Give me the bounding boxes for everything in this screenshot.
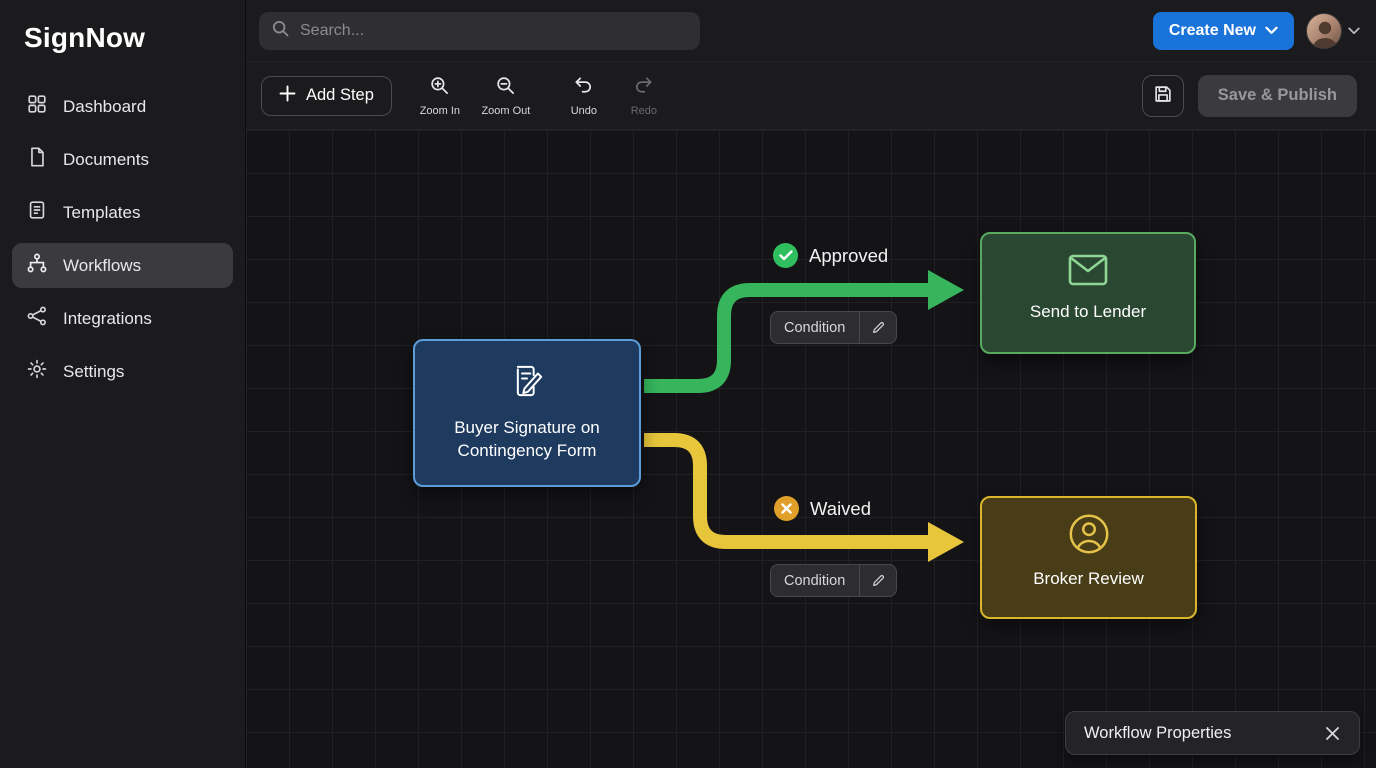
chevron-down-icon [1348, 22, 1360, 40]
sidebar-item-documents[interactable]: Documents [12, 137, 233, 182]
add-step-label: Add Step [306, 86, 374, 105]
sidebar-item-label: Integrations [63, 309, 152, 329]
person-circle-icon [1066, 511, 1112, 562]
pencil-icon[interactable] [860, 573, 896, 588]
redo-label: Redo [631, 105, 657, 117]
undo-button[interactable]: Undo [558, 75, 610, 117]
waived-condition-button[interactable]: Condition [770, 564, 897, 597]
approved-condition-button[interactable]: Condition [770, 311, 897, 344]
sidebar-item-workflows[interactable]: Workflows [12, 243, 233, 288]
zoom-out-label: Zoom Out [481, 105, 530, 117]
workflow-toolbar: Add Step Zoom In [246, 62, 1376, 130]
close-icon[interactable] [1319, 720, 1345, 746]
topbar: Create New [246, 0, 1376, 62]
sidebar-item-label: Documents [63, 150, 149, 170]
zoom-in-icon [429, 75, 450, 101]
sidebar-item-settings[interactable]: Settings [12, 349, 233, 394]
settings-gear-icon [26, 358, 48, 385]
waived-arrowhead [928, 522, 964, 562]
approved-arrowhead [928, 270, 964, 310]
node-label: Send to Lender [1018, 300, 1158, 323]
save-draft-button[interactable] [1142, 75, 1184, 117]
sidebar-item-label: Dashboard [63, 97, 146, 117]
search-icon [271, 19, 290, 43]
main-area: Create New [246, 0, 1376, 768]
create-new-label: Create New [1169, 22, 1256, 40]
check-circle-icon [773, 243, 798, 268]
sidebar-item-label: Templates [63, 203, 140, 223]
redo-icon [633, 75, 654, 101]
sidebar-item-dashboard[interactable]: Dashboard [12, 84, 233, 129]
search-box[interactable] [259, 12, 700, 50]
save-floppy-icon [1152, 83, 1174, 108]
integrations-icon [26, 305, 48, 332]
add-step-button[interactable]: Add Step [261, 76, 392, 116]
node-label: Broker Review [1021, 567, 1156, 590]
sidebar: SignNow Dashboard Documents [0, 0, 246, 768]
workflow-canvas[interactable]: Buyer Signature on Contingency Form Send… [246, 130, 1376, 768]
undo-label: Undo [571, 105, 597, 117]
node-buyer-signature[interactable]: Buyer Signature on Contingency Form [413, 339, 641, 487]
create-new-button[interactable]: Create New [1153, 12, 1294, 50]
condition-label: Condition [771, 320, 859, 336]
zoom-out-button[interactable]: Zoom Out [480, 75, 532, 117]
redo-button[interactable]: Redo [618, 75, 670, 117]
avatar[interactable] [1306, 13, 1342, 49]
waived-branch-arrow [644, 440, 930, 542]
workflow-properties-title: Workflow Properties [1084, 724, 1319, 743]
zoom-out-icon [495, 75, 516, 101]
workflow-properties-panel: Workflow Properties [1065, 711, 1360, 755]
sidebar-item-label: Workflows [63, 256, 141, 276]
chevron-down-icon [1265, 22, 1278, 40]
dashboard-icon [26, 93, 48, 120]
signature-document-icon [507, 361, 547, 406]
sidebar-item-integrations[interactable]: Integrations [12, 296, 233, 341]
node-label: Buyer Signature on Contingency Form [415, 416, 639, 462]
sidebar-item-label: Settings [63, 362, 124, 382]
x-circle-icon [774, 496, 799, 521]
node-broker-review[interactable]: Broker Review [980, 496, 1197, 619]
app-logo: SignNow [12, 18, 233, 54]
branch-label-text: Approved [809, 245, 888, 267]
search-input[interactable] [300, 22, 688, 40]
user-menu[interactable] [1306, 13, 1360, 49]
branch-label-text: Waived [810, 498, 871, 520]
zoom-in-label: Zoom In [420, 105, 460, 117]
zoom-in-button[interactable]: Zoom In [414, 75, 466, 117]
node-send-to-lender[interactable]: Send to Lender [980, 232, 1196, 354]
approved-branch-label: Approved [773, 243, 888, 268]
save-publish-button[interactable]: Save & Publish [1198, 75, 1357, 117]
waived-branch-label: Waived [774, 496, 871, 521]
envelope-icon [1068, 254, 1108, 291]
pencil-icon[interactable] [860, 320, 896, 335]
sidebar-item-templates[interactable]: Templates [12, 190, 233, 235]
templates-icon [26, 199, 48, 226]
workflows-icon [26, 252, 48, 279]
undo-icon [573, 75, 594, 101]
plus-icon [279, 85, 296, 107]
documents-icon [26, 146, 48, 173]
condition-label: Condition [771, 573, 859, 589]
